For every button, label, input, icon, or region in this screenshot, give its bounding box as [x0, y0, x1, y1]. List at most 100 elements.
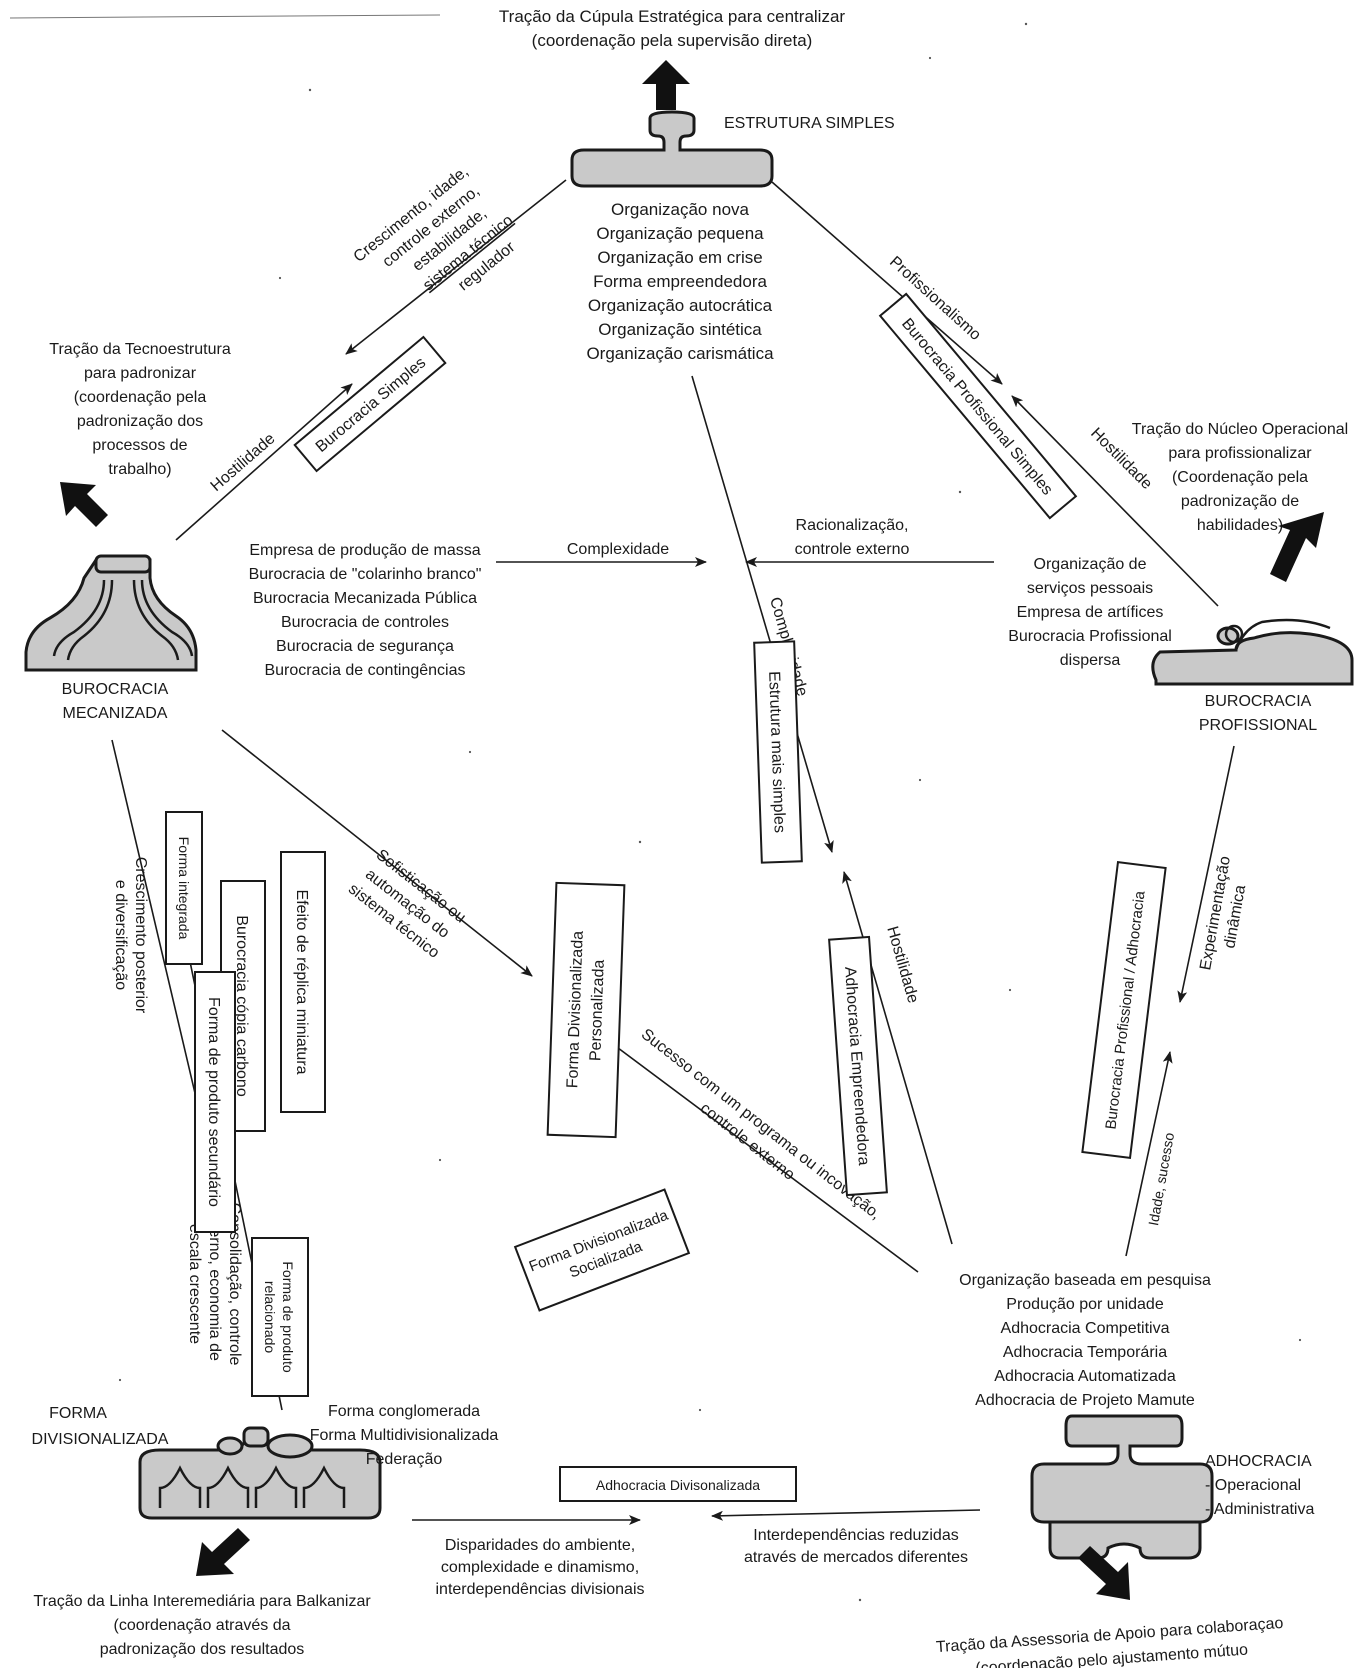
- svg-text:padronização dos resultados: padronização dos resultados: [100, 1641, 305, 1658]
- label-experimentacao: Experimentação dinâmica: [1197, 855, 1249, 972]
- arrow-profissional-to-simples: [1011, 395, 1219, 607]
- divisionalizada-list: Forma conglomerada Forma Multidivisional…: [310, 1403, 499, 1468]
- arrow-adhocracia-idade: [1125, 1051, 1173, 1257]
- adhocracia-pull-text: Tração da Assessoria de Apoio para colab…: [935, 1615, 1284, 1668]
- burocracia-profissional-icon: [1151, 618, 1354, 686]
- svg-text:Adhocracia Divisonalizada: Adhocracia Divisonalizada: [596, 1477, 760, 1493]
- box-forma-produto-secundario: Forma de produto secundário: [194, 971, 236, 1233]
- svg-text:trabalho): trabalho): [108, 461, 171, 478]
- svg-text:Forma Divisionalizada: Forma Divisionalizada: [564, 931, 586, 1089]
- svg-text:Burocracia de contingências: Burocracia de contingências: [264, 662, 465, 679]
- burocracia-mecanizada-icon: [24, 554, 198, 672]
- scan-speckles: [118, 22, 1302, 1602]
- profissional-list: Organização de serviços pessoais Empresa…: [1008, 556, 1172, 669]
- svg-text:Tração da Linha Interemediária: Tração da Linha Interemediária para Balk…: [33, 1593, 371, 1610]
- top-pull-line2: (coordenação pela supervisão direta): [532, 31, 813, 50]
- svg-text:Forma Multidivisionalizada: Forma Multidivisionalizada: [310, 1427, 499, 1444]
- simples-item: Forma empreendedora: [593, 272, 767, 291]
- label-crescimento: Crescimento, idade, controle externo, es…: [351, 163, 519, 294]
- top-pull-line1: Tração da Cúpula Estratégica para centra…: [499, 7, 845, 26]
- label-consolidacao: Consolidação, controle externo, economia…: [186, 1203, 243, 1366]
- mecanizada-list: Empresa de produção de massa Burocracia …: [249, 542, 482, 679]
- svg-text:processos de: processos de: [92, 437, 187, 454]
- svg-text:padronização dos: padronização dos: [77, 413, 203, 430]
- estrutura-simples-name: ESTRUTURA SIMPLES: [724, 115, 895, 132]
- estrutura-simples-icon: [570, 110, 774, 188]
- simples-item: Organização carismática: [586, 344, 774, 363]
- profissional-name-line2: PROFISSIONAL: [1199, 717, 1317, 734]
- box-efeito-replica: Efeito de réplica miniatura: [280, 851, 326, 1113]
- mecanizada-pull-text: Tração da Tecnoestrutura para padronizar…: [49, 341, 231, 478]
- svg-text:Forma integrada: Forma integrada: [176, 837, 192, 940]
- box-forma-integrada: Forma integrada: [165, 811, 203, 965]
- svg-text:Organização de: Organização de: [1034, 556, 1147, 573]
- label-disparidades: Disparidades do ambiente, complexidade e…: [435, 1537, 644, 1598]
- svg-text:padronização de: padronização de: [1181, 493, 1299, 510]
- svg-text:Forma de produto secundário: Forma de produto secundário: [205, 997, 222, 1207]
- simples-item: Organização nova: [611, 200, 750, 219]
- mecanizada-name-line1: BUROCRACIA: [62, 681, 169, 698]
- svg-text:complexidade e dinamismo,: complexidade e dinamismo,: [441, 1559, 639, 1576]
- forma-divisionalizada-icon: [138, 1426, 382, 1520]
- mecanizada-name-line2: MECANIZADA: [63, 705, 168, 722]
- label-hostilidade-center: Hostilidade: [883, 924, 921, 1005]
- arrow-mecanizada-sofisticacao: [221, 729, 533, 977]
- svg-text:relacionado: relacionado: [262, 1281, 278, 1354]
- scan-line: [9, 14, 441, 19]
- svg-text:Adhocracia de Projeto Mamute: Adhocracia de Projeto Mamute: [975, 1392, 1195, 1409]
- label-complexidade-h: Complexidade: [567, 541, 669, 558]
- arrow-adhocracia-sucesso: [601, 1035, 919, 1273]
- svg-text:Burocracia Simples: Burocracia Simples: [313, 354, 430, 456]
- box-burocracia-prof-adhocracia: Burocracia Profissional / Adhocracia: [1081, 861, 1167, 1159]
- svg-text:Forma de produto: Forma de produto: [280, 1261, 296, 1372]
- adhocracia-subtype: - Operacional: [1205, 1477, 1301, 1494]
- profissional-pull-text: Tração do Núcleo Operacional para profis…: [1132, 421, 1348, 534]
- profissional-name-line1: BUROCRACIA: [1205, 693, 1312, 710]
- adhocracia-name: ADHOCRACIA: [1205, 1453, 1312, 1470]
- simples-item: Organização sintética: [598, 320, 762, 339]
- svg-text:Burocracia Profissional: Burocracia Profissional: [1008, 628, 1172, 645]
- svg-text:Burocracia Profissional Simple: Burocracia Profissional Simples: [898, 315, 1056, 498]
- svg-text:Efeito de réplica miniatura: Efeito de réplica miniatura: [293, 890, 310, 1075]
- box-adhocracia-empreendedora: Adhocracia Empreendedora: [828, 935, 888, 1197]
- simples-item: Organização pequena: [596, 224, 764, 243]
- simples-item: Organização autocrática: [588, 296, 773, 315]
- svg-text:Adhocracia Automatizada: Adhocracia Automatizada: [994, 1368, 1176, 1385]
- pull-arrow-upleft-icon: [60, 482, 108, 527]
- box-forma-produto-relacionado: Forma de produto relacionado: [251, 1237, 309, 1397]
- label-interdependencias: Interdependências reduzidas através de m…: [744, 1527, 968, 1566]
- arrow-profissional-experimentacao: [1177, 745, 1235, 1003]
- svg-text:Adhocracia Temporária: Adhocracia Temporária: [1003, 1344, 1167, 1361]
- svg-text:Burocracia de "colarinho branc: Burocracia de "colarinho branco": [249, 566, 482, 583]
- svg-text:externo, economia de: externo, economia de: [206, 1207, 223, 1361]
- svg-text:dispersa: dispersa: [1060, 652, 1121, 669]
- svg-text:Burocracia de controles: Burocracia de controles: [281, 614, 449, 631]
- svg-text:interdependências divisionais: interdependências divisionais: [435, 1581, 644, 1598]
- svg-text:Estrutura mais simples: Estrutura mais simples: [765, 671, 788, 833]
- label-sofisticacao: Sofisticação ou automação do sistema téc…: [345, 846, 469, 961]
- box-burocracia-simples: Burocracia Simples: [293, 335, 447, 473]
- svg-text:para profissionalizar: para profissionalizar: [1168, 445, 1312, 462]
- pull-arrow-upright-icon: [1270, 512, 1324, 582]
- svg-text:(Coordenação pela: (Coordenação pela: [1172, 469, 1308, 486]
- svg-text:Burocracia cópia carbono: Burocracia cópia carbono: [233, 915, 250, 1097]
- arrow-simples-to-profissional: [771, 181, 1003, 385]
- divisionalizada-name-line2: DIVISIONALIZADA: [32, 1431, 169, 1448]
- divisionalizada-name-line1: FORMA: [49, 1405, 107, 1422]
- box-forma-div-personalizada: Forma Divisionalizada Personalizada: [546, 881, 626, 1139]
- svg-text:Produção por unidade: Produção por unidade: [1006, 1296, 1164, 1313]
- svg-text:Personalizada: Personalizada: [587, 959, 608, 1061]
- svg-text:Disparidades do ambiente,: Disparidades do ambiente,: [445, 1537, 635, 1554]
- svg-text:Interdependências reduzidas: Interdependências reduzidas: [753, 1527, 958, 1544]
- svg-text:Empresa de produção de massa: Empresa de produção de massa: [249, 542, 480, 559]
- simples-list: Organização nova Organização pequena Org…: [586, 200, 774, 363]
- svg-text:Tração do Núcleo Operacional: Tração do Núcleo Operacional: [1132, 421, 1348, 438]
- pull-arrow-up-icon: [642, 60, 690, 110]
- arrow-adhocracia-hostilidade: [842, 871, 953, 1245]
- svg-text:Consolidação, controle: Consolidação, controle: [226, 1203, 243, 1366]
- pull-arrow-downleft-icon: [196, 1528, 250, 1576]
- svg-text:Empresa de artífices: Empresa de artífices: [1017, 604, 1164, 621]
- adhocracia-icon: [1030, 1414, 1214, 1560]
- svg-text:Adhocracia Competitiva: Adhocracia Competitiva: [1001, 1320, 1170, 1337]
